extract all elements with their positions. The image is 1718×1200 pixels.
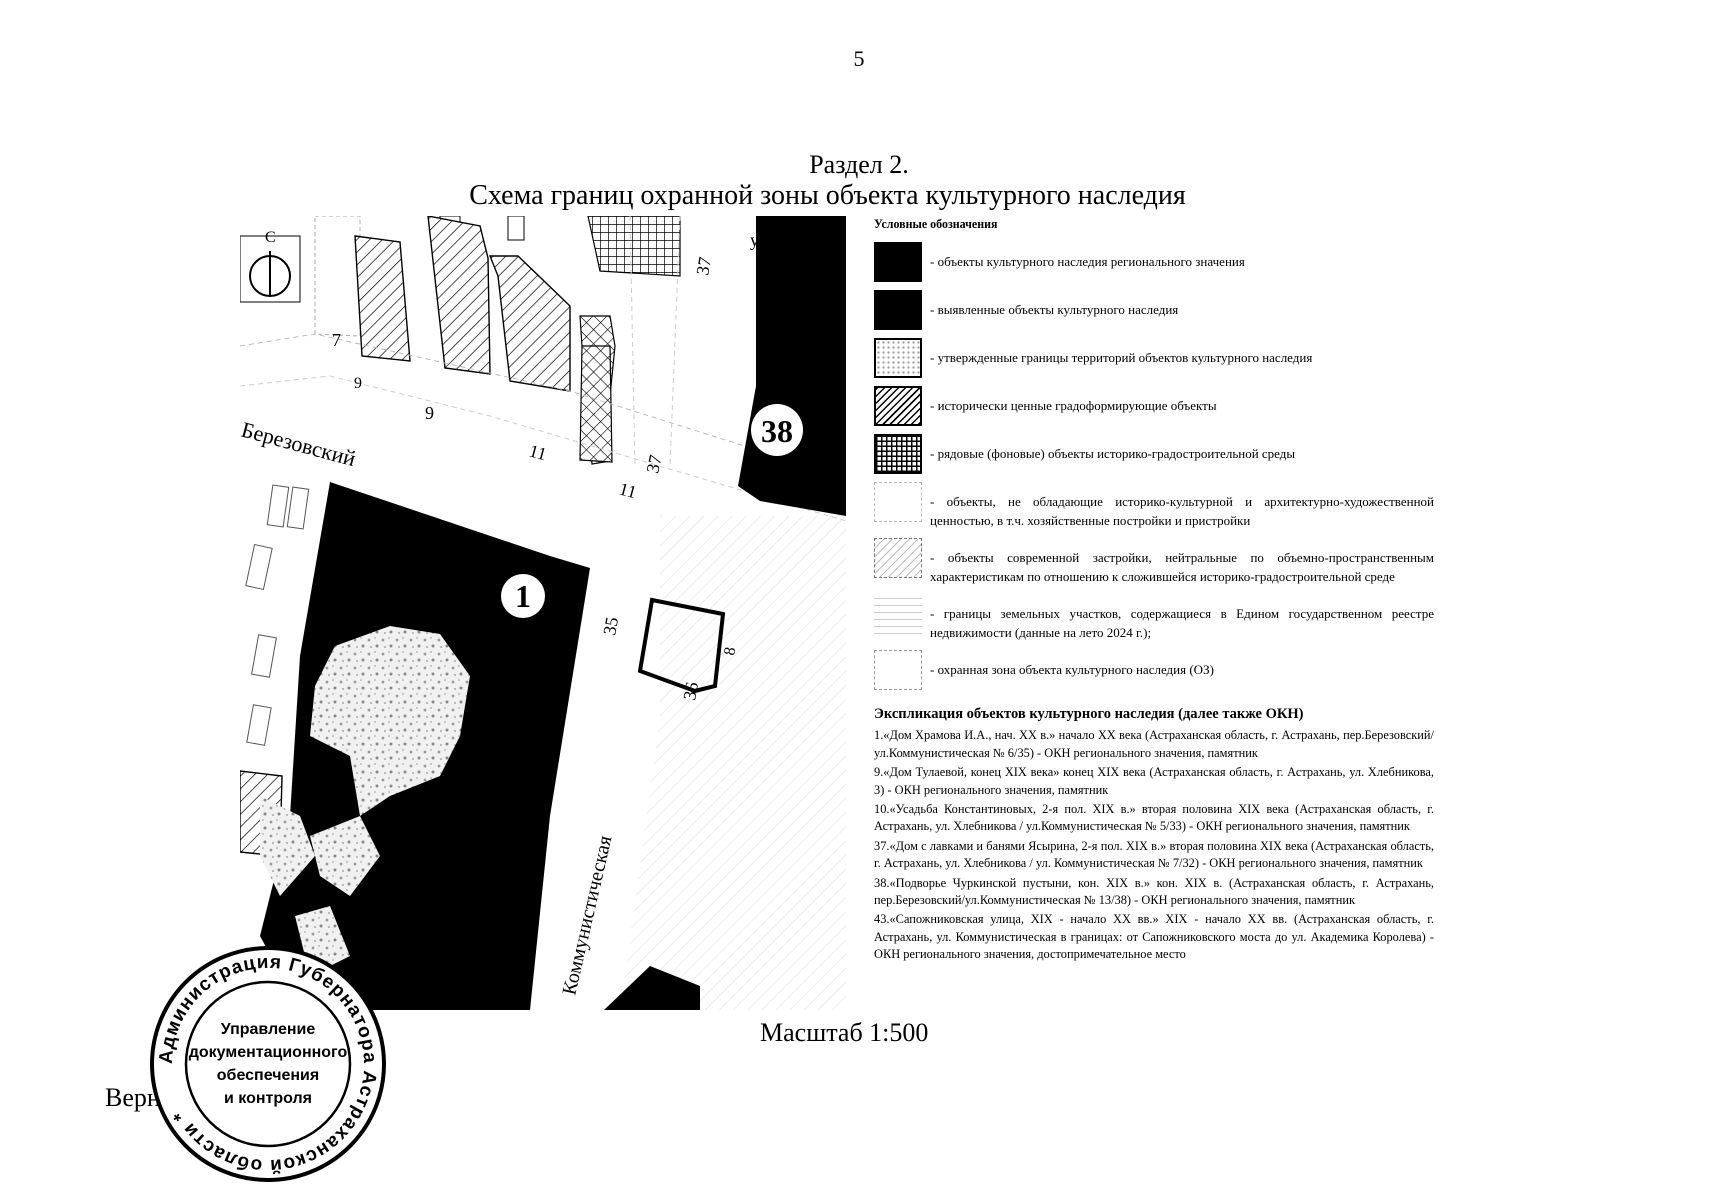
legend-item-text: - объекты, не обладающие историко-культу… [930,494,1434,528]
legend-items: - объекты культурного наследия региональ… [874,242,1434,690]
house-number: 37 [692,255,715,276]
legend-item-text: - объекты культурного наследия региональ… [930,254,1245,269]
legend-swatch-identified-okn [874,290,922,330]
north-label: С [265,229,276,246]
house-number: 6 [343,500,352,520]
house-number: 11 [527,441,549,465]
scheme-title: Схема границ охранной зоны объекта культ… [469,180,1186,211]
section-title: Раздел 2. [809,150,909,179]
explication-item: 38.«Подворье Чуркинской пустыни, кон. XI… [874,875,1434,908]
house-number: 7 [332,330,341,350]
street-label-top: у [750,230,759,250]
okn-badge-38-label: 38 [761,413,793,449]
explication-item: 1.«Дом Храмова И.А., нач. XX в.» начало … [874,728,1434,760]
protection-zone-map: С [240,216,846,1010]
house-number: 38 [739,465,762,486]
legend-item-text: - границы земельных участков, содержащие… [930,606,1434,640]
legend-item-text: - утвержденные границы территорий объект… [930,350,1313,365]
legend-item: - рядовые (фоновые) объекты историко-гра… [874,434,1434,474]
legend-swatch-historic-valuable [874,386,922,426]
legend-item: - объекты современной застройки, нейтрал… [874,538,1434,586]
stamp-center-line: обеспечения [217,1067,319,1084]
explication-item: 37.«Дом с лавками и банями Ясырина, 2-я … [874,838,1434,871]
explication-item: 10.«Усадьба Константиновых, 2-я пол. XIX… [874,802,1434,834]
okn-badge-38: 38 [751,404,803,456]
explication-heading: Экспликация объектов культурного наследи… [874,706,1304,722]
stamp-center-line: Управление [221,1021,316,1038]
legend: Условные обозначения - объекты культурно… [874,216,1434,698]
legend-item-text: - объекты современной застройки, нейтрал… [930,550,1434,584]
legend-item-text: - рядовые (фоновые) объекты историко-гра… [930,446,1296,461]
legend-swatch-background-objects [874,434,922,474]
legend-item-text: - выявленные объекты культурного наследи… [930,302,1179,317]
house-number: 9 [354,375,362,392]
house-number: 9 [425,403,434,423]
explication-item: 9.«Дом Тулаевой, конец XIX века» конец X… [874,765,1434,797]
stamp-center-line: и контроля [224,1090,312,1107]
legend-item: - утвержденные границы территорий объект… [874,338,1434,378]
legend-item-text: - охранная зона объекта культурного насл… [930,662,1214,677]
legend-swatch-land-parcels [874,594,922,634]
legend-item: - выявленные объекты культурного наследи… [874,290,1434,330]
legend-heading: Условные обозначения [874,216,998,231]
legend-item: - объекты, не обладающие историко-культу… [874,482,1434,530]
legend-item-text: - исторически ценные градоформирующие об… [930,398,1217,413]
page-number: 5 [853,46,865,71]
legend-swatch-okn-regional [874,242,922,282]
explication: Экспликация объектов культурного наследи… [874,706,1434,966]
legend-item: - исторически ценные градоформирующие об… [874,386,1434,426]
legend-swatch-modern-development [874,538,922,578]
okn-badge-1-label: 1 [515,578,531,614]
legend-item: - объекты культурного наследия региональ… [874,242,1434,282]
house-number: 37 [642,453,665,475]
explication-item: 43.«Сапожниковская улица, XIX - начало X… [874,912,1434,962]
okn-badge-1: 1 [501,574,545,618]
legend-swatch-approved-territory [874,338,922,378]
house-number: 35 [599,615,622,636]
legend-swatch-no-value-objects [874,482,922,522]
house-number: 11 [617,479,639,503]
legend-swatch-protection-zone [874,650,922,690]
house-number: 34 [626,985,649,1006]
house-number: 36 [679,680,702,701]
legend-item: - границы земельных участков, содержащие… [874,594,1434,642]
north-arrow: С [240,229,301,303]
stamp-center-line: документационного [189,1044,348,1061]
legend-item: - охранная зона объекта культурного насл… [874,650,1434,690]
house-number: 8 [721,646,739,657]
official-stamp: Администрация Губернатора Астраханской о… [148,944,388,1184]
map-scale: Масштаб 1:500 [760,1018,929,1047]
